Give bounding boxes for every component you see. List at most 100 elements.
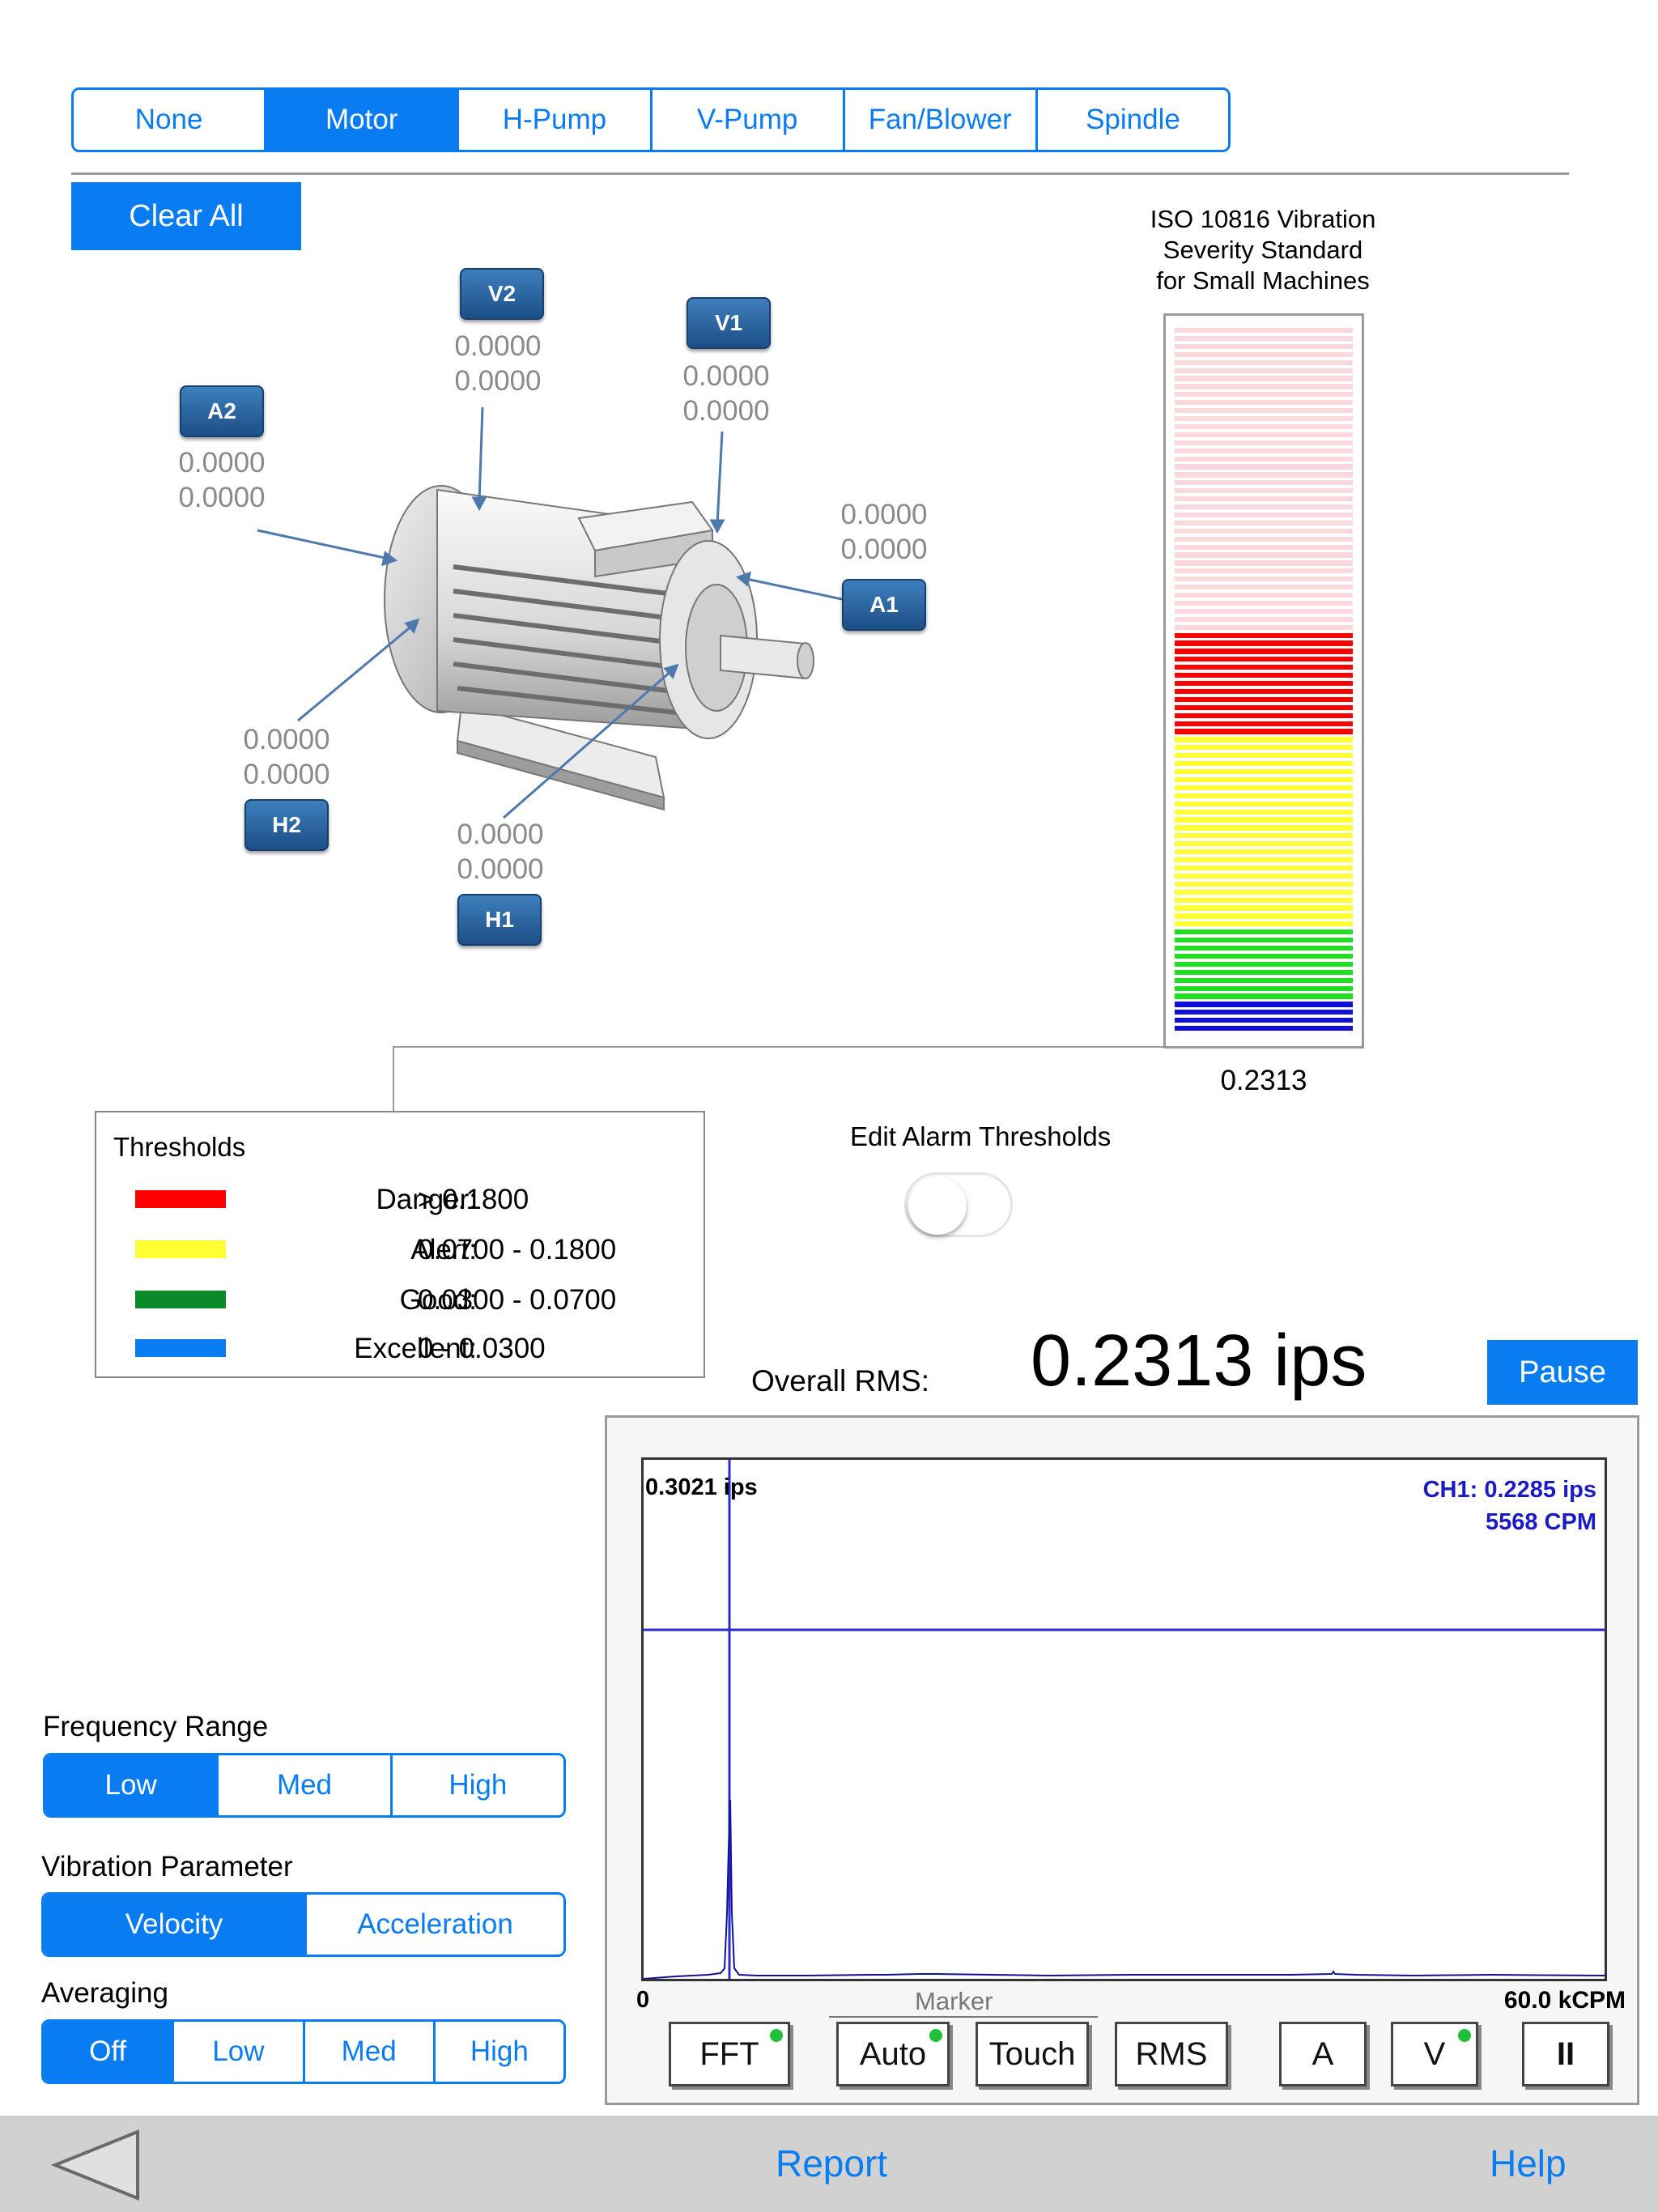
frequency-high[interactable]: High — [389, 1755, 563, 1815]
meter-bar-unused — [1175, 376, 1353, 381]
meter-bar-unused — [1175, 544, 1353, 550]
meter-bar-alert — [1175, 793, 1353, 798]
clear-all-button[interactable]: Clear All — [71, 182, 301, 250]
meter-bar-unused — [1175, 432, 1353, 437]
a-button-label: A — [1312, 2035, 1334, 2072]
tab-fan-blower[interactable]: Fan/Blower — [842, 90, 1035, 150]
averaging-low[interactable]: Low — [172, 2022, 303, 2082]
meter-bar-danger — [1175, 721, 1353, 726]
auto-button[interactable]: Auto — [836, 2022, 950, 2087]
meter-bar-excellent — [1175, 1026, 1353, 1032]
sensor-h2-reading-2: 0.0000 — [243, 759, 330, 790]
meter-bar-unused — [1175, 400, 1353, 406]
meter-bar-danger — [1175, 688, 1353, 695]
spectrum-channel-label: CH1: 0.2285 ips — [1422, 1477, 1596, 1503]
meter-bar-unused — [1175, 472, 1353, 478]
meter-bar-alert — [1175, 889, 1353, 895]
meter-bar-unused — [1175, 536, 1353, 542]
vibration-parameter-label: Vibration Parameter — [41, 1851, 293, 1882]
overall-rms-label: Overall RMS: — [751, 1364, 929, 1397]
meter-bar-unused — [1175, 384, 1353, 389]
averaging-med[interactable]: Med — [302, 2022, 433, 2082]
meter-bar-alert — [1175, 809, 1353, 815]
meter-bar-danger — [1175, 649, 1353, 654]
meter-bar-good — [1175, 946, 1353, 951]
tab-v-pump[interactable]: V-Pump — [649, 90, 843, 150]
meter-bar-unused — [1175, 359, 1353, 365]
v-button-label: V — [1423, 2035, 1446, 2072]
threshold-good-name: Good: — [399, 1284, 477, 1316]
fft-button[interactable]: FFT — [669, 2022, 790, 2087]
meter-bar-alert — [1175, 737, 1353, 742]
meter-bar-unused — [1175, 576, 1353, 582]
tab-spindle[interactable]: Spindle — [1035, 90, 1228, 150]
threshold-alert-row: Alert: 0.0700 - 0.1800 — [96, 1234, 704, 1283]
rms-button[interactable]: RMS — [1115, 2022, 1228, 2087]
auto-active-indicator — [929, 2029, 942, 2042]
tab-motor[interactable]: Motor — [264, 90, 457, 150]
report-button[interactable]: Report — [776, 2142, 888, 2184]
meter-bar-unused — [1175, 608, 1353, 614]
sensor-v2-button[interactable]: V2 — [460, 268, 544, 320]
sensor-a2-button[interactable]: A2 — [180, 385, 264, 437]
pause-trace-icon: II — [1556, 2035, 1575, 2072]
v-button[interactable]: V — [1391, 2022, 1478, 2087]
header-divider — [71, 172, 1569, 175]
threshold-good-row: Good: 0.0300 - 0.0700 — [96, 1284, 704, 1333]
edit-alarm-thresholds-toggle[interactable] — [904, 1172, 1013, 1237]
meter-bar-alert — [1175, 753, 1353, 759]
averaging-off[interactable]: Off — [44, 2022, 172, 2082]
threshold-excellent-range: 0 - 0.0300 — [418, 1333, 546, 1364]
meter-bar-unused — [1175, 480, 1353, 486]
iso-title-line-3: for Small Machines — [1156, 266, 1370, 295]
sensor-a2-reading-2: 0.0000 — [178, 482, 266, 513]
tab-h-pump[interactable]: H-Pump — [457, 90, 650, 150]
threshold-excellent-name: Excellent: — [354, 1333, 477, 1364]
meter-bar-alert — [1175, 913, 1353, 919]
tab-none[interactable]: None — [74, 90, 265, 150]
meter-bar-alert — [1175, 841, 1353, 847]
threshold-alert-name: Alert: — [410, 1234, 477, 1266]
machine-type-segmented: None Motor H-Pump V-Pump Fan/Blower Spin… — [71, 87, 1231, 152]
back-arrow-icon[interactable] — [50, 2127, 146, 2203]
a-button[interactable]: A — [1279, 2022, 1367, 2087]
meter-bar-unused — [1175, 408, 1353, 414]
spectrum-x-min: 0 — [636, 1987, 650, 2013]
spectrum-plot-area[interactable] — [641, 1457, 1607, 1981]
frequency-range-segmented: Low Med High — [43, 1753, 566, 1818]
threshold-danger-range: > 0.1800 — [418, 1184, 529, 1215]
sensor-v1-reading-1: 0.0000 — [682, 360, 770, 392]
parameter-acceleration[interactable]: Acceleration — [304, 1895, 563, 1955]
frequency-med[interactable]: Med — [216, 1755, 390, 1815]
meter-bar-alert — [1175, 769, 1353, 775]
meter-bar-good — [1175, 985, 1353, 991]
meter-bar-alert — [1175, 801, 1353, 806]
sensor-h2-button[interactable]: H2 — [244, 799, 329, 851]
meter-bar-good — [1175, 969, 1353, 975]
meter-bar-alert — [1175, 881, 1353, 887]
meter-bar-good — [1175, 938, 1353, 943]
help-button[interactable]: Help — [1490, 2142, 1567, 2184]
sensor-h1-reading-2: 0.0000 — [457, 853, 544, 885]
touch-button[interactable]: Touch — [976, 2022, 1089, 2087]
pause-trace-button[interactable]: II — [1522, 2022, 1609, 2087]
meter-bar-excellent — [1175, 1002, 1353, 1007]
vibration-parameter-segmented: Velocity Acceleration — [41, 1892, 566, 1957]
sensor-a1-button[interactable]: A1 — [842, 579, 926, 631]
meter-bar-unused — [1175, 488, 1353, 494]
averaging-label: Averaging — [41, 1977, 168, 2009]
meter-bar-danger — [1175, 713, 1353, 718]
averaging-high[interactable]: High — [432, 2022, 563, 2082]
motor-diagram — [257, 406, 843, 819]
meter-bar-unused — [1175, 335, 1353, 342]
sensor-v1-button[interactable]: V1 — [687, 297, 771, 349]
parameter-velocity[interactable]: Velocity — [44, 1895, 304, 1955]
pause-button[interactable]: Pause — [1487, 1340, 1638, 1405]
sensor-h1-button[interactable]: H1 — [457, 894, 542, 946]
frequency-low[interactable]: Low — [45, 1755, 217, 1815]
threshold-good-range: 0.0300 - 0.0700 — [418, 1284, 617, 1316]
